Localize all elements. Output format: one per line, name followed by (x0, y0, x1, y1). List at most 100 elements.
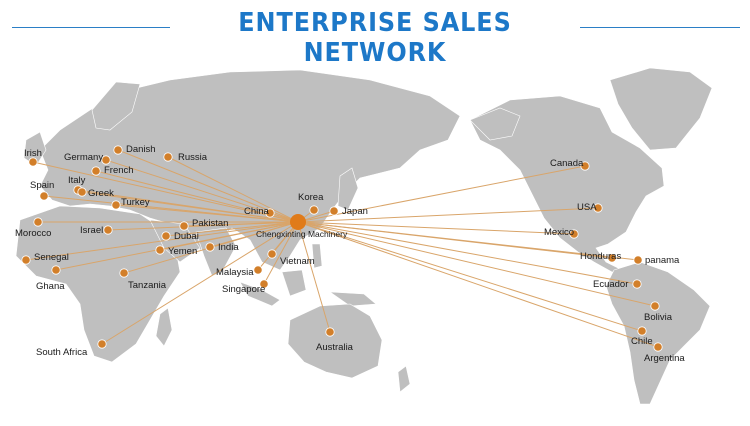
arabia-landmass (149, 219, 201, 263)
marker-argentina[interactable] (653, 342, 663, 352)
route-bolivia (297, 221, 656, 307)
label-vietnam: Vietnam (280, 256, 315, 267)
label-irish: Irish (24, 148, 42, 159)
marker-yemen[interactable] (155, 245, 165, 255)
header-rule-right (580, 27, 740, 28)
marker-india[interactable] (205, 242, 215, 252)
britain-landmass (23, 131, 47, 167)
scandinavia-landmass (91, 81, 141, 131)
label-usa: USA (577, 202, 597, 213)
label-greek: Greek (88, 188, 114, 199)
route-mexico (297, 221, 575, 235)
marker-china[interactable] (265, 208, 275, 218)
marker-ghana[interactable] (51, 265, 61, 275)
label-danish: Danish (126, 144, 156, 155)
marker-australia[interactable] (325, 327, 335, 337)
marker-germany[interactable] (101, 155, 111, 165)
marker-canada[interactable] (580, 161, 590, 171)
alaska-landmass (469, 107, 521, 141)
marker-vietnam[interactable] (267, 249, 277, 259)
new-guinea-landmass (328, 291, 377, 307)
japan-landmass (337, 167, 359, 211)
marker-morocco[interactable] (33, 217, 43, 227)
header-rule-left (12, 27, 170, 28)
marker-usa[interactable] (593, 203, 603, 213)
route-russia (167, 156, 299, 223)
route-pakistan (183, 221, 299, 227)
marker-tanzania[interactable] (119, 268, 129, 278)
australia-landmass (287, 303, 383, 379)
label-italy: Italy (68, 175, 86, 186)
north-america-landmass (469, 95, 665, 273)
label-korea: Korea (298, 192, 324, 203)
africa-landmass (15, 205, 181, 363)
marker-israel[interactable] (103, 225, 113, 235)
route-usa (297, 207, 599, 223)
marker-senegal[interactable] (21, 255, 31, 265)
label-australia: Australia (316, 342, 354, 353)
marker-pakistan[interactable] (179, 221, 189, 231)
route-panama (297, 221, 639, 261)
madagascar-landmass (155, 307, 173, 347)
route-chile (297, 221, 643, 332)
label-morocco: Morocco (15, 228, 51, 239)
marker-honduras[interactable] (607, 253, 617, 263)
route-south-africa (101, 221, 299, 345)
label-chile: Chile (631, 336, 653, 347)
marker-japan[interactable] (329, 206, 339, 216)
borneo-landmass (281, 269, 307, 297)
marker-danish[interactable] (113, 145, 123, 155)
route-malaysia (257, 221, 299, 271)
marker-spain[interactable] (39, 191, 49, 201)
label-tanzania: Tanzania (128, 280, 167, 291)
marker-mexico[interactable] (569, 229, 579, 239)
route-senegal (25, 221, 299, 261)
label-dubai: Dubai (174, 231, 199, 242)
label-mexico: Mexico (544, 227, 574, 238)
marker-turkey[interactable] (111, 200, 121, 210)
route-turkey (115, 204, 299, 223)
label-ecuador: Ecuador (593, 279, 628, 290)
label-china: China (244, 206, 270, 217)
marker-french[interactable] (91, 166, 101, 176)
marker-panama[interactable] (633, 255, 643, 265)
page-header: ENTERPRISE SALES NETWORK (0, 0, 750, 68)
marker-irish[interactable] (28, 157, 38, 167)
label-israel: Israel (80, 225, 103, 236)
philippines-landmass (311, 243, 323, 269)
label-india: India (218, 242, 239, 253)
route-canada (297, 165, 586, 223)
hub-marker[interactable] (290, 214, 306, 230)
label-malaysia: Malaysia (216, 267, 254, 278)
label-germany: Germany (64, 152, 103, 163)
label-spain: Spain (30, 180, 54, 191)
land-masses (15, 67, 713, 405)
marker-korea[interactable] (309, 205, 319, 215)
route-ghana (55, 221, 299, 271)
sumatra-landmass (239, 281, 281, 307)
label-south-africa: South Africa (36, 347, 88, 358)
label-honduras: Honduras (580, 251, 621, 262)
marker-singapore[interactable] (259, 279, 269, 289)
sales-routes (25, 149, 659, 348)
label-panama: panama (645, 255, 680, 266)
marker-russia[interactable] (163, 152, 173, 162)
label-russia: Russia (178, 152, 208, 163)
marker-bolivia[interactable] (650, 301, 660, 311)
marker-south-africa[interactable] (97, 339, 107, 349)
marker-chile[interactable] (637, 326, 647, 336)
label-french: French (104, 165, 134, 176)
label-pakistan: Pakistan (192, 218, 228, 229)
south-america-landmass (605, 261, 711, 405)
marker-greek[interactable] (77, 187, 87, 197)
marker-dubai[interactable] (161, 231, 171, 241)
greenland-landmass (609, 67, 713, 151)
route-singapore (263, 221, 299, 285)
marker-ecuador[interactable] (632, 279, 642, 289)
label-canada: Canada (550, 158, 584, 169)
route-dubai (165, 221, 299, 237)
label-yemen: Yemen (168, 246, 197, 257)
marker-malaysia[interactable] (253, 265, 263, 275)
route-australia (297, 221, 331, 333)
